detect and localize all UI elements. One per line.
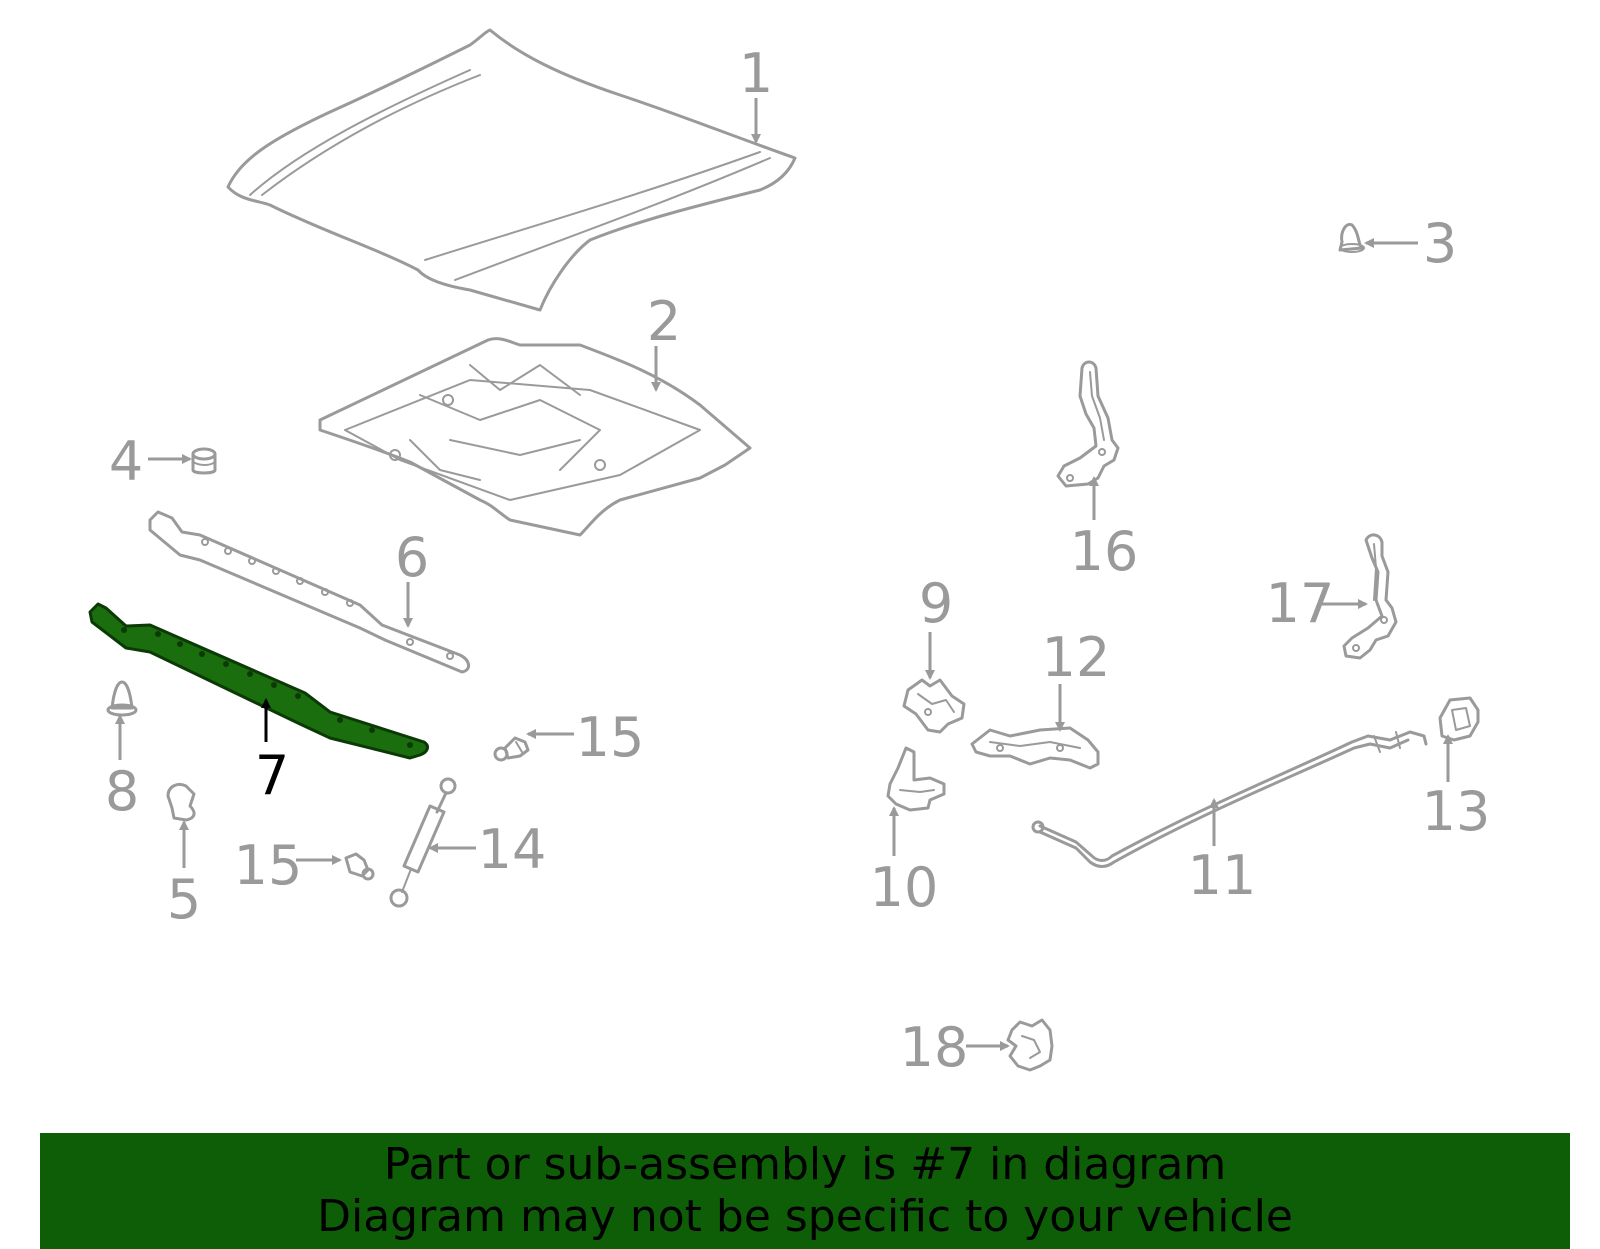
callout-13: 13 <box>1422 780 1491 843</box>
hinge-17-part <box>1342 533 1398 660</box>
ball-stud-15-lower-part <box>344 852 375 881</box>
leader-arrows <box>115 98 1453 1051</box>
callout-15-lower: 15 <box>234 834 303 897</box>
bumper-4-part <box>191 447 217 475</box>
callout-17: 17 <box>1266 572 1335 635</box>
rail-6-part <box>148 510 470 674</box>
callout-14: 14 <box>478 818 547 881</box>
clip-8-part <box>106 680 138 717</box>
banner-line-part-number: Part or sub-assembly is #7 in diagram <box>383 1139 1227 1190</box>
banner-line-disclaimer: Diagram may not be specific to your vehi… <box>317 1191 1293 1242</box>
callout-16: 16 <box>1070 520 1139 583</box>
support-12-part <box>970 726 1100 770</box>
callout-2: 2 <box>647 290 681 353</box>
callout-6: 6 <box>395 526 429 589</box>
hinge-16-part <box>1056 360 1120 488</box>
info-banner: Part or sub-assembly is #7 in diagram Di… <box>40 1133 1570 1249</box>
latch-9-part <box>902 678 966 734</box>
retainer-5-part <box>166 782 196 822</box>
callout-labels: 1 2 3 4 5 6 7 8 9 10 11 12 13 14 15 15 1… <box>105 42 1491 1079</box>
callout-8: 8 <box>105 760 139 823</box>
hood-part <box>226 28 797 312</box>
callout-10: 10 <box>870 856 939 919</box>
callout-4: 4 <box>109 430 143 493</box>
hood-inner-panel-part <box>318 337 752 537</box>
release-cable-11-part <box>1031 730 1428 868</box>
ball-stud-15-upper-part <box>493 736 530 762</box>
callout-9: 9 <box>919 572 953 635</box>
callout-18: 18 <box>900 1016 969 1079</box>
cushion-18-part <box>1006 1018 1054 1072</box>
callout-15-upper: 15 <box>576 706 645 769</box>
callout-7: 7 <box>255 744 289 807</box>
callout-3: 3 <box>1423 212 1457 275</box>
clip-3-part <box>1338 223 1365 253</box>
striker-10-part <box>886 746 946 812</box>
rail-7-highlighted-part <box>88 602 429 760</box>
release-handle-13-part <box>1438 696 1480 742</box>
callout-12: 12 <box>1042 626 1111 689</box>
callout-5: 5 <box>167 868 201 931</box>
gas-strut-14-part <box>389 777 457 908</box>
callout-11: 11 <box>1188 844 1257 907</box>
callout-1: 1 <box>739 42 773 105</box>
